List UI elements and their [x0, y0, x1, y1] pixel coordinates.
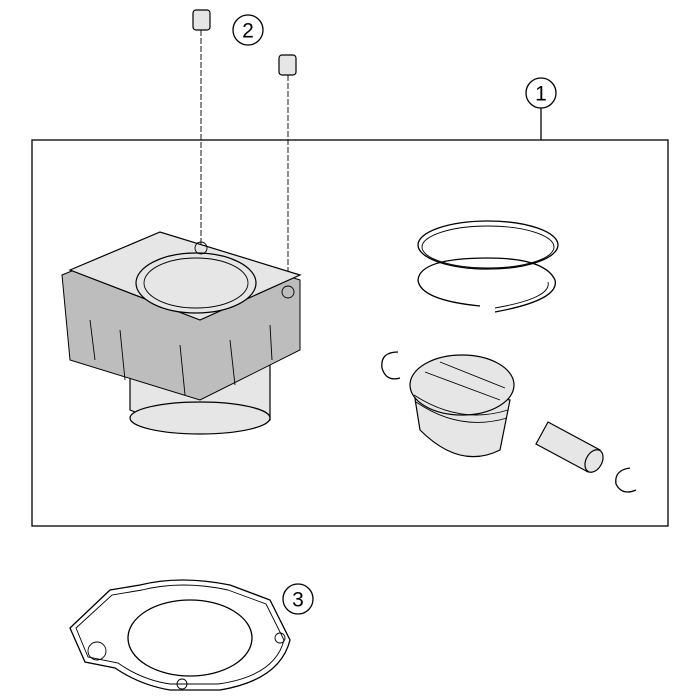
circlip-left	[381, 351, 401, 380]
callout-2[interactable]: 2	[232, 14, 264, 46]
bolt-right	[278, 54, 297, 290]
piston-pin	[535, 421, 604, 473]
cylinder	[61, 231, 302, 435]
callout-3-label: 3	[292, 589, 304, 612]
piston-ring-lower	[417, 257, 556, 313]
piston	[409, 354, 515, 458]
bolt-left	[192, 9, 211, 245]
circlip-right	[615, 467, 637, 493]
callout-1-label: 1	[535, 83, 547, 106]
piston-ring-upper	[417, 220, 559, 270]
callout-1[interactable]: 1	[525, 77, 557, 109]
callout-2-label: 2	[242, 20, 254, 43]
kit-frame	[31, 139, 669, 527]
cylinder-base-gasket	[69, 579, 291, 691]
callout-3[interactable]: 3	[282, 583, 314, 615]
